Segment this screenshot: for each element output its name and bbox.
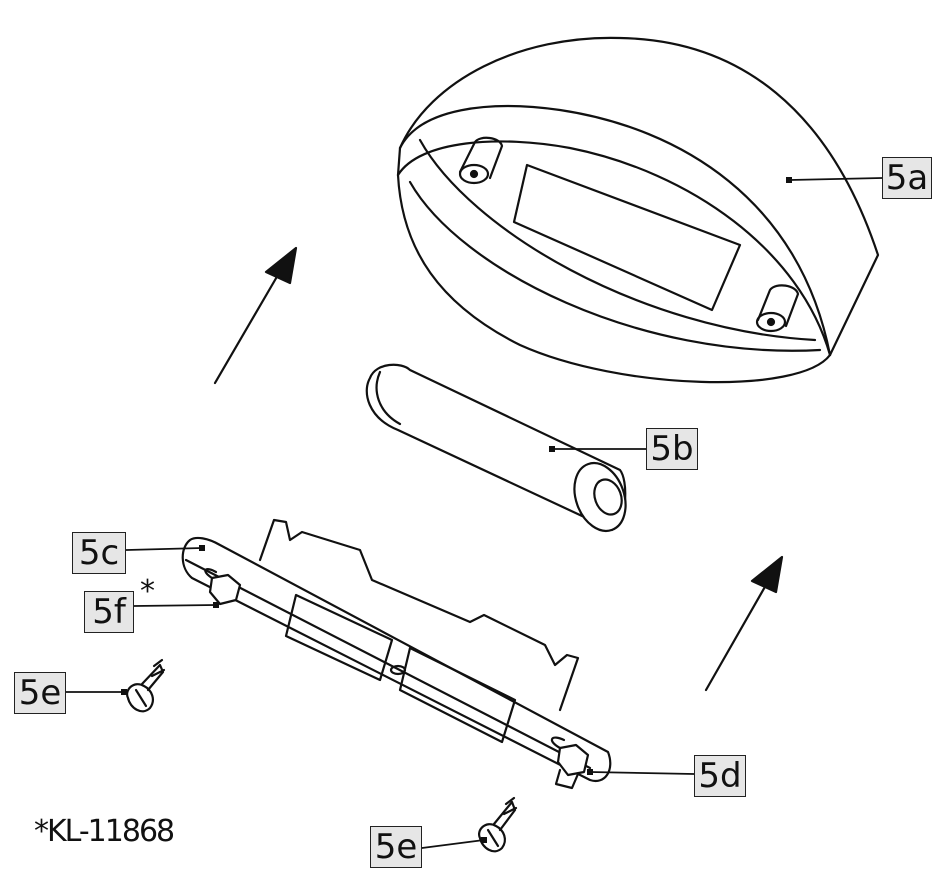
arrow-lower-right	[704, 555, 784, 692]
callout-5e-bottom: 5e	[370, 826, 422, 868]
dome-housing	[396, 36, 880, 384]
arrow-upper-left	[213, 246, 298, 385]
callout-5c: 5c	[72, 532, 126, 574]
footnote-part-number: *KL-11868	[34, 814, 175, 849]
callout-5d: 5d	[694, 755, 746, 797]
callout-5b: 5b	[646, 428, 698, 470]
asterisk-mark: *	[140, 574, 155, 609]
callout-5f: 5f	[84, 591, 134, 633]
leader-dots	[121, 177, 792, 843]
callout-5e-left: 5e	[14, 672, 66, 714]
leader-lines	[65, 177, 883, 849]
battery-tray	[181, 518, 612, 790]
screw-left	[126, 658, 166, 713]
screw-bottom	[478, 796, 518, 853]
battery	[365, 363, 627, 532]
callout-5a: 5a	[882, 157, 932, 199]
